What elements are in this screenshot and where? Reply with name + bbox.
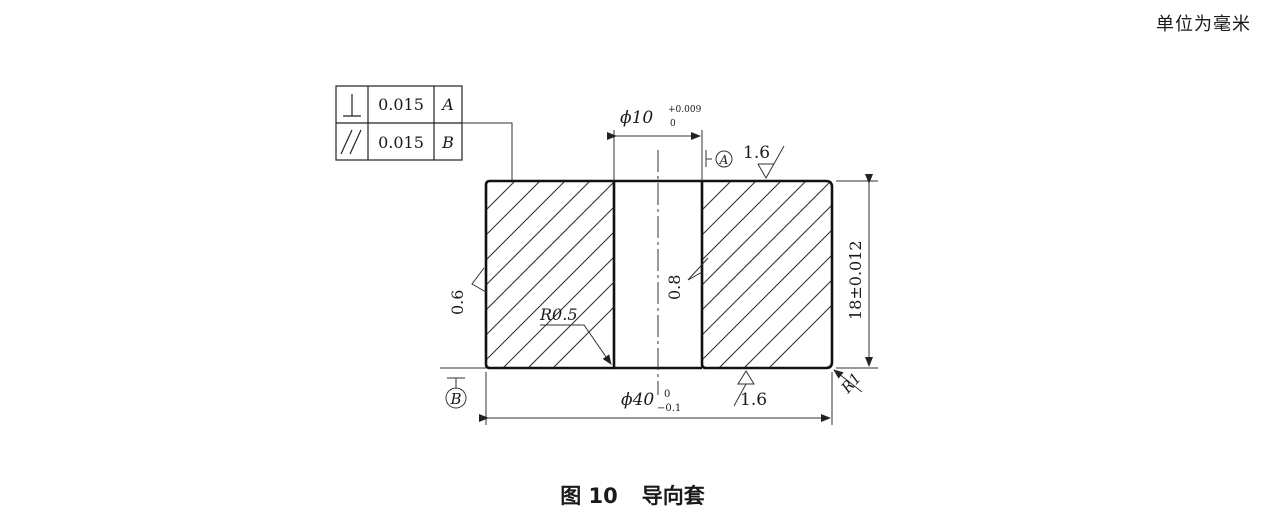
outer-diameter-label: ϕ40 (621, 390, 654, 410)
technical-drawing: 0.015 A 0.015 B (335, 85, 878, 425)
tolerance-frame: 0.015 A 0.015 B (335, 85, 513, 181)
roughness-top: 1.6 (743, 143, 785, 180)
datum-b-letter: B (449, 390, 461, 408)
parallelism-icon (340, 129, 362, 155)
outer-fillet-callout: R1 (833, 369, 865, 397)
bore-fillet-callout: R0.5 (539, 305, 612, 365)
roughness-icon (737, 370, 755, 385)
bore-diameter-dimension: ϕ10 +0.009 0 (607, 105, 703, 181)
bore-tolerance-upper: +0.009 (668, 105, 702, 115)
bore-tolerance-lower: 0 (670, 119, 676, 129)
tolerance-datum-2: B (441, 133, 454, 152)
roughness-outer-value: 0.6 (448, 290, 467, 315)
tolerance-datum-1: A (440, 95, 454, 114)
tolerance-value-1: 0.015 (378, 95, 424, 114)
datum-a: A (705, 150, 733, 168)
figure-number: 图 10 (560, 484, 618, 508)
datum-b: B (445, 377, 467, 409)
outer-tolerance-upper: 0 (664, 389, 670, 400)
figure-title: 导向套 (641, 484, 705, 508)
section-right (700, 179, 834, 370)
height-dimension: 18±0.012 (836, 174, 878, 369)
tolerance-value-2: 0.015 (378, 133, 424, 152)
outer-tolerance-lower: −0.1 (657, 403, 681, 414)
hatching-right (702, 181, 832, 368)
units-note: 单位为毫米 (1156, 14, 1251, 35)
outer-fillet-label: R1 (837, 369, 865, 397)
roughness-icon (757, 145, 785, 180)
roughness-bore: 0.8 (665, 257, 709, 300)
roughness-bottom-value: 1.6 (740, 390, 767, 410)
outer-diameter-dimension: ϕ40 0 −0.1 (479, 372, 833, 425)
bore-diameter-label: ϕ10 (620, 108, 653, 128)
section-left (484, 179, 616, 370)
perpendicularity-icon (343, 94, 361, 117)
roughness-top-value: 1.6 (743, 143, 770, 163)
height-label: 18±0.012 (846, 240, 865, 320)
tolerance-leader (462, 122, 513, 181)
bore-fillet-label: R0.5 (539, 305, 578, 324)
roughness-bottom: 1.6 (733, 370, 767, 410)
roughness-icon (687, 257, 709, 281)
datum-a-letter: A (719, 153, 729, 167)
roughness-bore-value: 0.8 (665, 275, 684, 300)
figure-caption: 图 10 导向套 (0, 480, 1265, 510)
roughness-icon (471, 267, 487, 293)
roughness-outer: 0.6 (448, 267, 487, 315)
